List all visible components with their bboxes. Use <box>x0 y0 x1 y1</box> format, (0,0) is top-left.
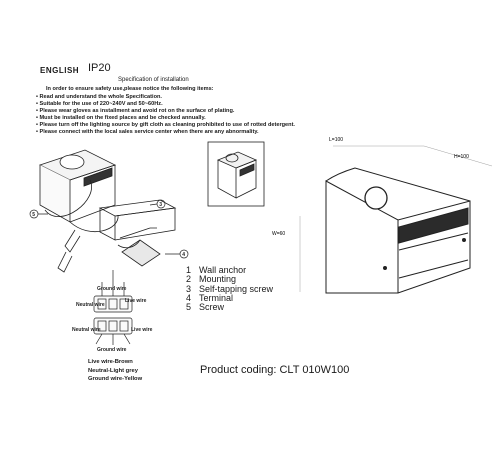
part-number: 4 <box>186 292 192 303</box>
part-label: Self-tapping screw <box>199 283 274 294</box>
callout-3-marker <box>156 199 166 209</box>
part-item: 2 Mounting <box>186 274 273 285</box>
dimension-lines <box>299 145 493 292</box>
safety-rule: Suitable for the use of 220~240V and 50~… <box>36 101 295 108</box>
part-item: 4 Terminal <box>186 292 273 303</box>
length-dimension: L=100 <box>329 137 343 143</box>
wiring-diagram <box>93 270 133 345</box>
safety-rules-list: Read and understand the whole Specificat… <box>36 94 295 136</box>
safety-rule: Please wear gloves as installment and av… <box>36 108 295 115</box>
part-number: 5 <box>186 302 192 313</box>
part-number: 3 <box>186 283 192 294</box>
height-dimension: H=100 <box>454 154 469 160</box>
part-item: 5 Screw <box>186 302 273 313</box>
part-label: Mounting <box>199 274 237 285</box>
ip-rating: IP20 <box>88 62 111 74</box>
product-thumbnail <box>207 141 265 207</box>
safety-rule: Please turn off the lighting source by g… <box>36 122 295 129</box>
ground-wire-label-top: Ground wire <box>97 286 127 292</box>
wire-legend-ground: Ground wire-Yellow <box>88 376 143 382</box>
exploded-lamp-drawing <box>38 149 180 273</box>
safety-rule: Please connect with the local sales serv… <box>36 129 295 136</box>
parts-list: 1 Wall anchor 2 Mounting 3 Self-tapping scr… <box>186 265 274 313</box>
language-label: ENGLISH <box>40 66 80 75</box>
neutral-wire-label-top: Neutral wire <box>76 302 105 308</box>
wire-color-legend: Live wire-Brown Neutral-Light grey Groun… <box>88 358 142 384</box>
ground-wire-label-bottom: Ground wire <box>97 347 127 353</box>
safety-rule: Must be installed on the fixed places an… <box>36 115 295 122</box>
width-dimension: W=60 <box>272 231 285 237</box>
callout-4-marker <box>179 249 189 259</box>
callout-3-label: 3 <box>159 202 162 208</box>
part-label: Screw <box>199 302 225 313</box>
part-item: 3 Self-tapping screw <box>186 283 274 294</box>
part-label: Wall anchor <box>199 265 247 275</box>
spec-title: Specification of installation <box>118 77 189 83</box>
live-wire-label-bottom: Live wire <box>131 327 153 333</box>
part-item: 1 Wall anchor <box>186 265 273 275</box>
part-number: 2 <box>186 274 192 285</box>
safety-rule: Read and understand the whole Specificat… <box>36 94 295 101</box>
callout-5-marker <box>29 209 39 219</box>
callout-5-label: 5 <box>32 212 35 218</box>
neutral-wire-label-bottom: Neutral wire <box>72 327 101 333</box>
callout-markers: 5 3 4 <box>29 199 189 259</box>
part-label: Terminal <box>199 292 234 303</box>
live-wire-label-top: Live wire <box>125 298 147 304</box>
part-number: 1 <box>186 265 192 275</box>
product-coding: Product coding: CLT 010W100 <box>200 364 350 376</box>
dimensioned-product-drawing <box>325 167 471 294</box>
callout-4-label: 4 <box>182 252 185 258</box>
wire-legend-neutral: Neutral-Light grey <box>88 367 138 374</box>
wire-legend-live: Live wire-Brown <box>88 359 133 365</box>
safety-intro: In order to ensure safety use,please not… <box>46 86 214 92</box>
